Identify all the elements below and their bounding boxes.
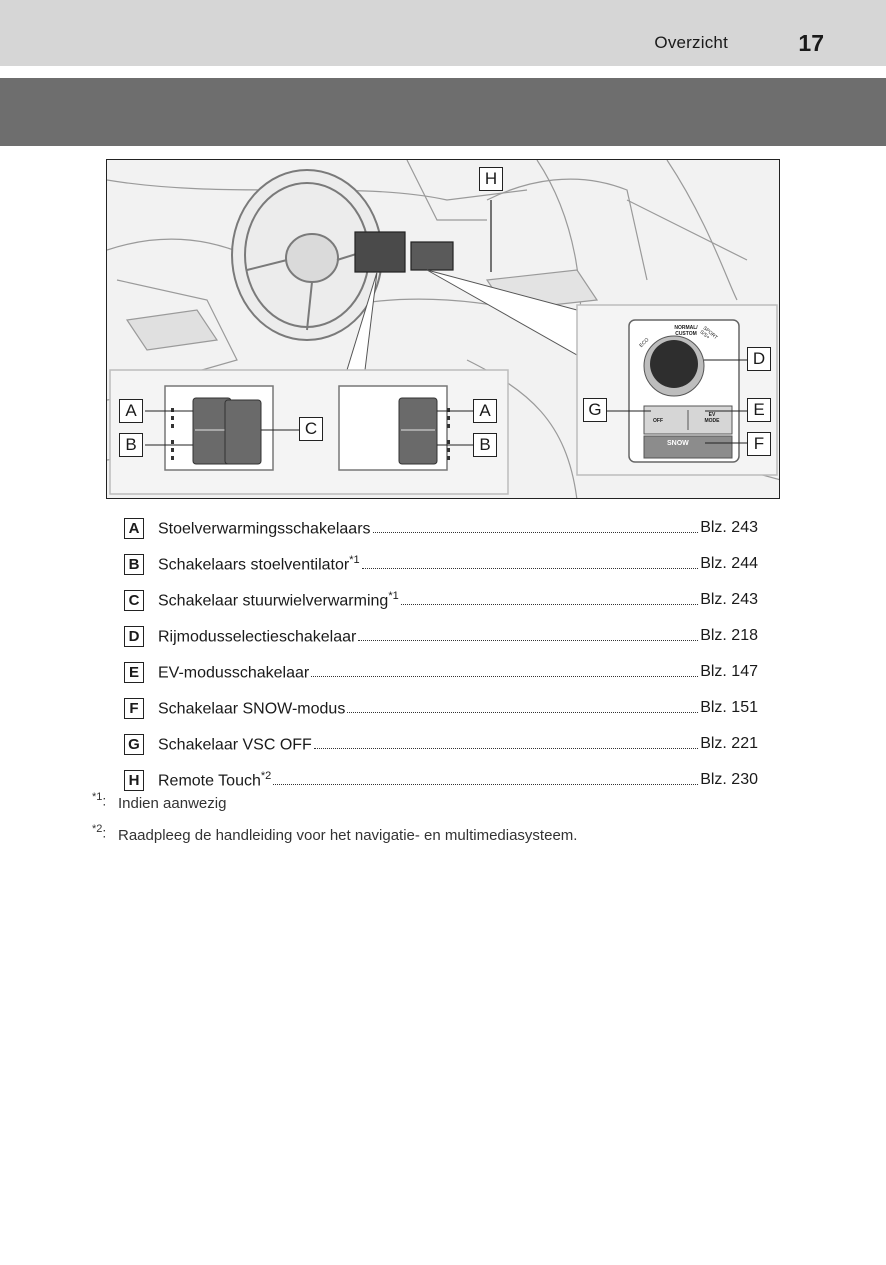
legend-row-b: B Schakelaars stoelventilator*1 Blz. 244 [124, 546, 758, 582]
leader-dots [273, 783, 699, 785]
callout-a-left: A [119, 399, 143, 423]
footnote-2: *2: Raadpleeg de handleiding voor het na… [92, 823, 792, 855]
interior-drawing [107, 160, 779, 498]
legend-row-g: G Schakelaar VSC OFF Blz. 221 [124, 726, 758, 762]
leader-dots [361, 567, 699, 569]
legend-row-d: D Rijmodusselectieschakelaar Blz. 218 [124, 618, 758, 654]
callout-e: E [747, 398, 771, 422]
footnote-text: Indien aanwezig [118, 795, 227, 812]
footnote-mark: *2: [92, 823, 107, 841]
legend-label: Schakelaars stoelventilator*1 [158, 553, 360, 574]
snow-label: SNOW [667, 440, 689, 447]
page-reference: Blz. 221 [700, 735, 758, 752]
legend-letter: D [124, 625, 144, 647]
leader-dots [313, 747, 699, 749]
legend-row-a: A Stoelverwarmingsschakelaars Blz. 243 [124, 510, 758, 546]
legend-label: Stoelverwarmingsschakelaars [158, 520, 371, 538]
callout-a-right: A [473, 399, 497, 423]
page-reference: Blz. 147 [700, 663, 758, 680]
leader-dots [400, 603, 699, 605]
callout-f: F [747, 432, 771, 456]
footnote-text: Raadpleeg de handleiding voor het naviga… [118, 827, 578, 844]
legend-row-c: C Schakelaar stuurwielverwarming*1 Blz. … [124, 582, 758, 618]
leader-dots [311, 675, 699, 677]
callout-g: G [583, 398, 607, 422]
vsc-off-label: OFF [653, 418, 663, 424]
page-reference: Blz. 243 [700, 519, 758, 536]
callout-h: H [479, 167, 503, 191]
page-reference: Blz. 244 [700, 555, 758, 572]
callout-d: D [747, 347, 771, 371]
legend-label: Schakelaar stuurwielverwarming*1 [158, 589, 399, 610]
callout-b-right: B [473, 433, 497, 457]
section-title: Overzicht [654, 33, 728, 52]
legend-letter: C [124, 589, 144, 611]
ev-mode-label: EV MODE [704, 412, 720, 424]
page-reference: Blz. 218 [700, 627, 758, 644]
leader-dots [372, 531, 699, 533]
legend-list: A Stoelverwarmingsschakelaars Blz. 243 B… [124, 510, 758, 798]
legend-label: Schakelaar VSC OFF [158, 736, 312, 754]
footnote-1: *1: Indien aanwezig [92, 791, 792, 823]
legend-letter: E [124, 661, 144, 683]
legend-letter: H [124, 769, 144, 791]
page-reference: Blz. 243 [700, 591, 758, 608]
legend-letter: A [124, 517, 144, 539]
legend-row-h: H Remote Touch*2 Blz. 230 [124, 762, 758, 798]
legend-label: Remote Touch*2 [158, 769, 272, 790]
leader-dots [358, 639, 699, 641]
page-number: 17 [798, 30, 824, 56]
footnote-mark: *1: [92, 791, 107, 809]
legend-row-f: F Schakelaar SNOW-modus Blz. 151 [124, 690, 758, 726]
callout-c: C [299, 417, 323, 441]
legend-label: Rijmodusselectieschakelaar [158, 628, 357, 646]
title-band [0, 78, 886, 146]
dial-normal-label: NORMAL/ CUSTOM [674, 325, 698, 337]
legend-letter: F [124, 697, 144, 719]
legend-label: Schakelaar SNOW-modus [158, 700, 346, 718]
page-reference: Blz. 151 [700, 699, 758, 716]
callout-b-left: B [119, 433, 143, 457]
leader-dots [347, 711, 699, 713]
legend-row-e: E EV-modusschakelaar Blz. 147 [124, 654, 758, 690]
legend-letter: G [124, 733, 144, 755]
legend-label: EV-modusschakelaar [158, 664, 310, 682]
footnotes: *1: Indien aanwezig *2: Raadpleeg de han… [92, 791, 792, 855]
legend-letter: B [124, 553, 144, 575]
interior-illustration: NORMAL/ CUSTOM ECO SPORT S/S+ OFF EV MOD… [106, 159, 780, 499]
page-reference: Blz. 230 [700, 771, 758, 788]
page-header: Overzicht 17 [0, 0, 886, 66]
